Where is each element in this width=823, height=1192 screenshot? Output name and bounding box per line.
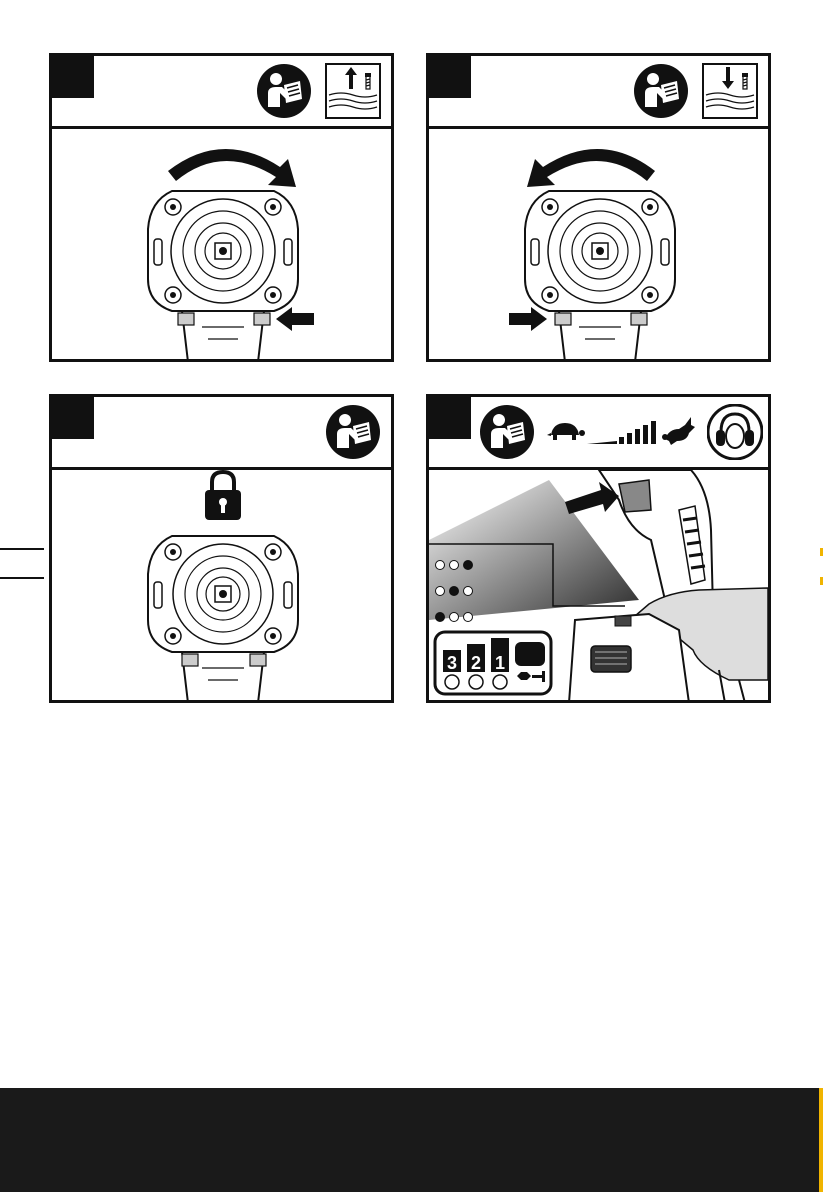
panel-illustration [52, 129, 391, 359]
panel-header [52, 56, 391, 129]
read-manual-icon [633, 63, 689, 119]
panel-reverse-rotation [426, 53, 771, 362]
panel-speed-selection: 3 2 1 [426, 394, 771, 703]
panel-header [429, 56, 768, 129]
push-right-arrow-icon [509, 307, 547, 331]
speed-indicator-row [435, 612, 515, 624]
panel-header [429, 397, 768, 470]
speed-indicator-rows [435, 560, 515, 638]
led-off-icon [449, 560, 459, 570]
clockwise-arrow-icon [168, 149, 296, 187]
led-on-icon [449, 586, 459, 596]
speed-bars-icon [587, 419, 657, 445]
step-number-box [52, 56, 94, 98]
led-off-icon [435, 560, 445, 570]
led-on-icon [463, 560, 473, 570]
step-number-box [52, 397, 94, 439]
counterclockwise-arrow-icon [527, 149, 655, 187]
step-number-box [429, 397, 471, 439]
turtle-icon [545, 421, 585, 443]
push-left-arrow-icon [276, 307, 314, 331]
step-number-box [429, 56, 471, 98]
panel-lock-position [49, 394, 394, 703]
footer-band [0, 1088, 823, 1192]
mode-label-3: 3 [447, 653, 457, 673]
speed-indicator-row [435, 586, 515, 598]
read-manual-icon [479, 404, 535, 460]
speed-indicator-row [435, 560, 515, 572]
panel-illustration [429, 129, 768, 359]
margin-mark-bottom [0, 577, 44, 579]
impact-wrench-front-illustration [429, 129, 768, 359]
read-manual-icon [325, 404, 381, 460]
mode-label-2: 2 [471, 653, 481, 673]
rabbit-icon [661, 415, 697, 447]
padlock-icon [205, 472, 241, 520]
led-on-icon [435, 612, 445, 622]
led-off-icon [449, 612, 459, 622]
margin-mark-top [0, 548, 44, 550]
footer-accent-edge [819, 1088, 823, 1192]
mode-label-1: 1 [495, 653, 505, 673]
screw-in-icon [702, 63, 758, 119]
led-off-icon [435, 586, 445, 596]
read-manual-icon [256, 63, 312, 119]
screw-out-icon [325, 63, 381, 119]
panel-illustration: 3 2 1 [429, 470, 768, 700]
led-off-icon [463, 612, 473, 622]
panel-header [52, 397, 391, 470]
impact-wrench-front-illustration [52, 470, 391, 700]
panel-illustration [52, 470, 391, 700]
impact-wrench-front-illustration [52, 129, 391, 359]
ear-protection-icon [707, 404, 763, 460]
led-off-icon [463, 586, 473, 596]
panel-forward-rotation [49, 53, 394, 362]
